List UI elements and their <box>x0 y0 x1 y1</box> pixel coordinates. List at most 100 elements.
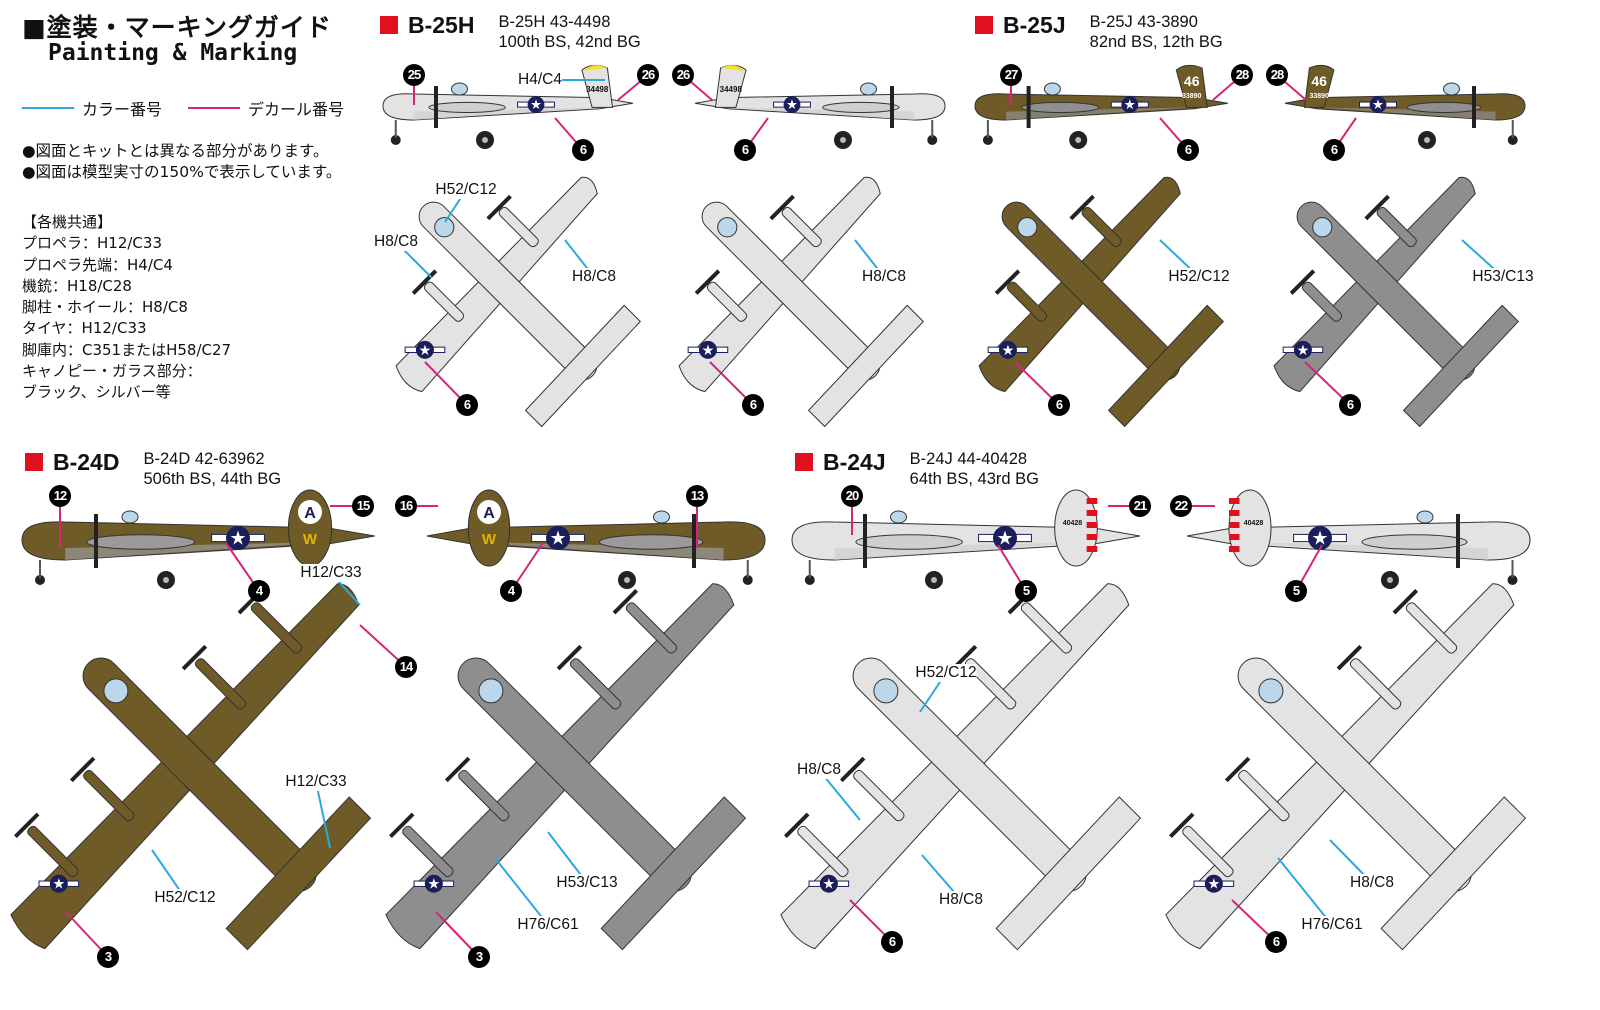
insignia-roundel <box>546 526 570 550</box>
engine-nacelle <box>498 206 539 248</box>
propeller <box>1392 589 1419 615</box>
fuselage <box>82 657 317 892</box>
tailplane <box>225 796 372 951</box>
decal-number-badge: 14 <box>395 656 417 678</box>
common-item: 脚庫内：C351またはH58/C27 <box>22 340 232 359</box>
wheel-hub <box>1424 137 1430 143</box>
section-name: B-24D <box>53 449 120 475</box>
color-code-label: H4/C4 <box>518 71 562 89</box>
canopy <box>103 678 129 704</box>
side-view-b24: ★AW <box>21 489 375 589</box>
color-code-label: H12/C33 <box>285 773 347 791</box>
decal-number-badge: 4 <box>248 580 270 602</box>
propeller <box>951 644 978 671</box>
section-name: B-25J <box>1003 12 1066 38</box>
decal-number-badge: 28 <box>1266 64 1288 86</box>
canopy <box>121 510 139 524</box>
rudder-stripe <box>1229 546 1240 552</box>
color-code-label: H8/C8 <box>797 761 841 779</box>
engine-nacelle <box>781 206 822 248</box>
fuselage <box>1001 201 1181 381</box>
decal-number-badge: 6 <box>1177 139 1199 161</box>
tail-marking: 40428 <box>1063 520 1083 527</box>
decal-number-badge: 3 <box>97 946 119 968</box>
engine-nacelle <box>1020 101 1100 113</box>
rudder-stripe <box>1229 534 1240 540</box>
tail-tip <box>583 65 608 71</box>
insignia-roundel <box>998 340 1017 359</box>
side-view-b24: ★40428 <box>791 489 1140 589</box>
star-icon: ★ <box>427 877 440 893</box>
engine-nacelle <box>1182 825 1234 878</box>
propeller <box>94 514 98 568</box>
color-code-label: H8/C8 <box>572 268 616 286</box>
engine-nacelle <box>569 658 622 710</box>
tailplane <box>1402 304 1519 428</box>
canopy <box>1258 678 1284 704</box>
engine-nacelle <box>1006 281 1048 322</box>
propeller <box>1026 86 1031 128</box>
insignia-roundel <box>1369 96 1387 113</box>
tail-fin <box>1303 64 1335 108</box>
side-view-b25: ★34498 <box>695 64 946 149</box>
insignia-roundel <box>819 874 838 893</box>
side-view-b24: ★AW <box>426 489 766 589</box>
engine-nacelle <box>598 534 704 550</box>
star-icon: ★ <box>418 343 431 359</box>
top-view-b25: ★ <box>978 176 1224 428</box>
nose-wheel <box>927 135 938 145</box>
nose-wheel <box>35 575 45 585</box>
unit: 100th BS, 42nd BG <box>498 33 641 51</box>
insignia-roundel <box>1204 874 1223 893</box>
propeller <box>1169 812 1195 839</box>
propeller <box>1069 194 1095 221</box>
top-view-b24: ★ <box>10 583 372 951</box>
tail-circle <box>298 500 322 524</box>
common-item: プロペラ：H12/C33 <box>22 234 162 253</box>
star-icon: ★ <box>1311 529 1328 550</box>
common-item: ブラック、シルバー等 <box>22 383 171 402</box>
decal-number-badge: 20 <box>841 485 863 507</box>
tail-tip <box>720 65 745 71</box>
decal-number-badge: 5 <box>1015 580 1037 602</box>
tail-marking: W <box>482 531 497 548</box>
engine-nacelle <box>1406 101 1482 113</box>
nose-wheel <box>982 135 993 145</box>
rudder-stripe <box>1086 534 1098 540</box>
top-view-b24: ★ <box>385 583 747 951</box>
propeller <box>784 812 810 839</box>
canopy <box>1043 82 1061 96</box>
decal-number-badge: 6 <box>1323 139 1345 161</box>
propeller <box>863 514 867 568</box>
top-view-b24: ★ <box>780 583 1142 951</box>
tailplane <box>995 796 1142 951</box>
propeller <box>1456 514 1460 568</box>
color-code-label: H52/C12 <box>1168 268 1230 286</box>
propeller <box>556 644 583 671</box>
insignia-roundel <box>698 340 717 359</box>
decal-number-badge: 6 <box>1265 931 1287 953</box>
rudder-stripe <box>1229 510 1240 516</box>
decal-number-badge: 13 <box>686 485 708 507</box>
color-leader-line <box>1277 857 1333 926</box>
unit: 506th BS, 44th BG <box>143 470 282 488</box>
color-code-label: H52/C12 <box>154 889 216 907</box>
engine-nacelle <box>1361 534 1468 550</box>
engine-nacelle <box>1238 769 1290 822</box>
tailplane <box>807 304 924 428</box>
propeller <box>69 756 96 783</box>
decal-number-badge: 12 <box>49 485 71 507</box>
section-marker <box>795 453 813 471</box>
wheel-hub <box>163 577 169 583</box>
engine-nacelle <box>428 101 506 113</box>
canopy <box>873 678 899 704</box>
engine-nacelle <box>86 534 196 550</box>
tail-marking: A <box>483 505 495 522</box>
rudder-stripe <box>1086 522 1098 528</box>
decal-number-badge: 21 <box>1129 495 1151 517</box>
decal-number-badge: 6 <box>1048 394 1070 416</box>
notes: ●図面とキットとは異なる部分があります。 ●図面は模型実寸の150%で表示してい… <box>22 141 341 183</box>
